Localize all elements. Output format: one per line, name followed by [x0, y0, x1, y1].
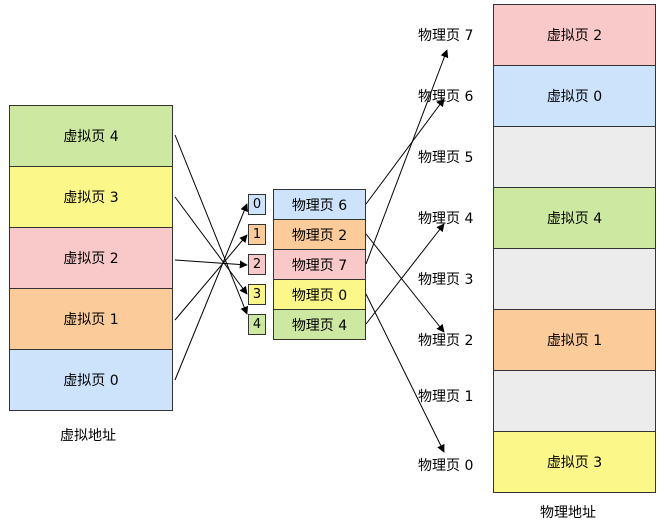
physical-slot-content: 虚拟页 2 [546, 28, 603, 44]
physical-page-label-5: 物理页 5 [418, 150, 474, 166]
virtual-page-label: 虚拟页 2 [63, 251, 119, 267]
physical-slot-4: 虚拟页 4 [493, 187, 656, 249]
arrow-entry3-to-ppage0 [365, 293, 445, 453]
physical-page-label-1: 物理页 1 [418, 389, 474, 405]
arrow-entry0-to-ppage6 [365, 98, 445, 205]
virtual-page-4: 虚拟页 4 [9, 105, 173, 167]
physical-slot-content: 虚拟页 1 [546, 333, 603, 349]
physical-page-label-2: 物理页 2 [418, 333, 474, 349]
physical-slot-5 [493, 126, 656, 188]
arrow-vpage4-to-index4 [174, 134, 249, 315]
page-table-index-2: 2 [248, 254, 266, 275]
physical-slot-content: 虚拟页 3 [546, 455, 603, 471]
page-table-index-4: 4 [248, 314, 266, 335]
page-table-index-0: 0 [248, 194, 266, 215]
arrow-vpage0-to-index0 [174, 203, 248, 381]
physical-address-label: 物理地址 [540, 505, 596, 521]
arrow-entry4-to-ppage4 [365, 223, 445, 325]
physical-slot-7: 虚拟页 2 [493, 4, 656, 66]
page-table-entry-1: 物理页 2 [273, 219, 366, 250]
virtual-page-label: 虚拟页 1 [63, 312, 119, 328]
physical-slot-6: 虚拟页 0 [493, 65, 656, 127]
page-table-index-3: 3 [248, 284, 266, 305]
virtual-page-label: 虚拟页 4 [63, 129, 119, 145]
virtual-page-label: 虚拟页 3 [63, 190, 119, 206]
page-table-index-1: 1 [248, 224, 266, 245]
physical-page-label-3: 物理页 3 [418, 272, 474, 288]
arrow-vpage1-to-index1 [174, 234, 248, 321]
physical-slot-1 [493, 370, 656, 432]
physical-page-label-6: 物理页 6 [418, 89, 474, 105]
physical-slot-content: 虚拟页 4 [546, 211, 603, 227]
arrow-entry2-to-ppage7 [365, 49, 449, 265]
virtual-page-2: 虚拟页 2 [9, 227, 173, 289]
virtual-page-label: 虚拟页 0 [63, 373, 119, 389]
physical-page-label-0: 物理页 0 [418, 458, 474, 474]
physical-slot-content: 虚拟页 0 [546, 89, 603, 105]
physical-page-label-4: 物理页 4 [418, 211, 474, 227]
physical-slot-0: 虚拟页 3 [493, 431, 656, 493]
virtual-address-label: 虚拟地址 [60, 428, 116, 444]
page-table-entry-4: 物理页 4 [273, 309, 366, 340]
arrow-vpage2-to-index2 [174, 259, 248, 269]
virtual-page-0: 虚拟页 0 [9, 349, 173, 411]
arrow-entry1-to-ppage2 [365, 233, 445, 333]
arrow-vpage3-to-index3 [174, 196, 248, 295]
physical-page-label-7: 物理页 7 [418, 28, 474, 44]
